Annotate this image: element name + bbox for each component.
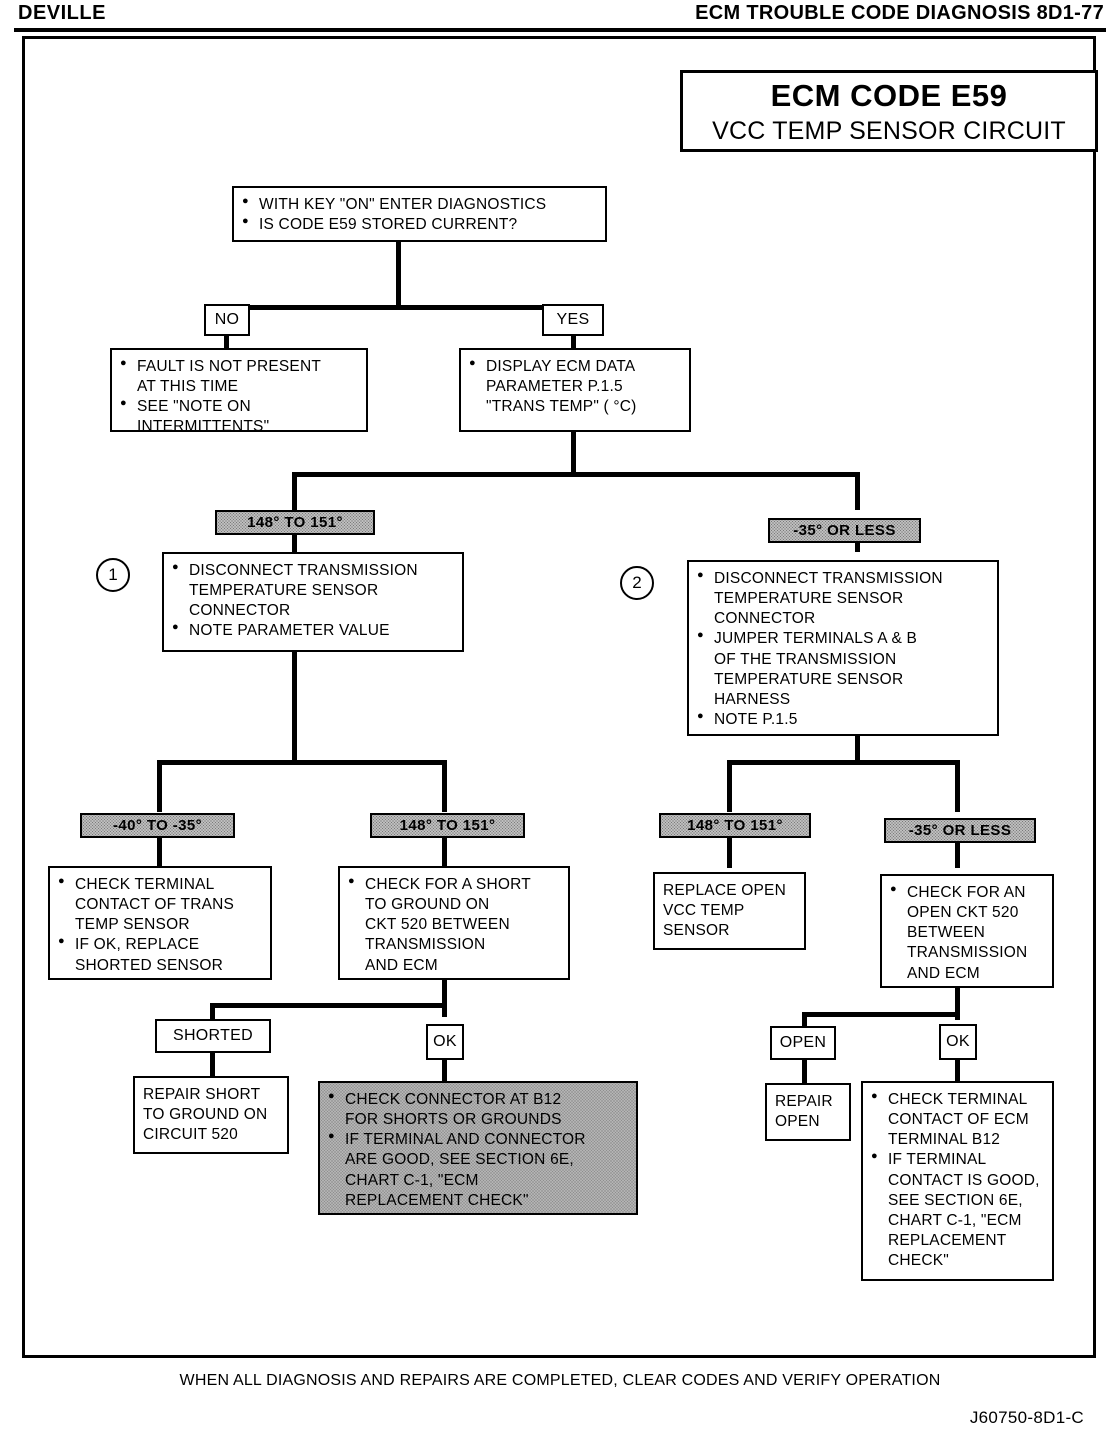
node-connector-b12-line-1: CHECK CONNECTOR AT B12 FOR SHORTS OR GRO…	[328, 1089, 628, 1130]
connector-level2-left-drop	[292, 472, 297, 510]
title-block: ECM CODE E59 VCC TEMP SENSOR CIRCUIT	[680, 70, 1098, 152]
connector-shorted-to-box	[210, 1053, 215, 1076]
node-display-ecm-data: DISPLAY ECM DATA PARAMETER P.1.5 "TRANS …	[459, 348, 691, 432]
node-fault-not-present: FAULT IS NOT PRESENT AT THIS TIME SEE "N…	[110, 348, 368, 435]
connector-shortcheck-bus	[210, 1003, 447, 1008]
node-display-line-1: DISPLAY ECM DATA PARAMETER P.1.5 "TRANS …	[469, 356, 681, 417]
connector-open-to-box	[802, 1060, 807, 1083]
connector-yes-to-box	[571, 334, 576, 350]
tag-no: NO	[204, 304, 250, 336]
step-circle-1: 1	[96, 558, 130, 592]
node-step2-line-3: NOTE P.1.5	[697, 709, 989, 730]
node-replace-vcc-sensor: REPLACE OPEN VCC TEMP SENSOR	[653, 872, 806, 950]
connector-step1-bus	[157, 760, 447, 765]
connector-step1-down	[292, 652, 297, 764]
node-check-trans-temp-sensor: CHECK TERMINAL CONTACT OF TRANS TEMP SEN…	[48, 866, 272, 980]
node-check-short-to-ground: CHECK FOR A SHORT TO GROUND ON CKT 520 B…	[338, 866, 570, 980]
node-repair-open-text: REPAIR OPEN	[775, 1093, 833, 1131]
tag-shorted: SHORTED	[155, 1019, 271, 1053]
connector-opencheck-down	[955, 988, 960, 1020]
node-check-open-line-1: CHECK FOR AN OPEN CKT 520 BETWEEN TRANSM…	[890, 882, 1044, 984]
connector-start-down	[396, 241, 401, 309]
node-check-ecm-terminal-b12: CHECK TERMINAL CONTACT OF ECM TERMINAL B…	[861, 1081, 1054, 1281]
range-label-1: 148° TO 151°	[215, 510, 375, 535]
node-repair-short: REPAIR SHORT TO GROUND ON CIRCUIT 520	[133, 1076, 289, 1154]
node-fault-line-1: FAULT IS NOT PRESENT AT THIS TIME	[120, 356, 358, 397]
connector-step2-bus	[727, 760, 860, 765]
node-step1-line-1: DISCONNECT TRANSMISSION TEMPERATURE SENS…	[172, 560, 454, 621]
connector-ok-right-to-box	[955, 1060, 960, 1081]
node-check-short-line-1: CHECK FOR A SHORT TO GROUND ON CKT 520 B…	[348, 874, 560, 976]
node-step2-line-2: JUMPER TERMINALS A & B OF THE TRANSMISSI…	[697, 628, 989, 710]
node-repair-open: REPAIR OPEN	[765, 1083, 851, 1141]
node-check-trans-line-1: CHECK TERMINAL CONTACT OF TRANS TEMP SEN…	[58, 874, 262, 935]
connector-level2-right-drop	[855, 472, 860, 510]
chart-subtitle: VCC TEMP SENSOR CIRCUIT	[712, 117, 1066, 145]
connector-open-drop	[802, 1012, 807, 1026]
range-label-3: -40° TO -35°	[80, 813, 235, 838]
connector-r5-down	[727, 838, 732, 868]
connector-r6-down	[955, 838, 960, 868]
node-start: WITH KEY "ON" ENTER DIAGNOSTICS IS CODE …	[232, 186, 607, 242]
connector-step2-left-drop	[727, 760, 732, 812]
tag-ok-right: OK	[939, 1024, 977, 1060]
tag-yes: YES	[542, 304, 604, 336]
chart-code-title: ECM CODE E59	[770, 78, 1008, 113]
connector-yesno-bus	[224, 305, 576, 310]
tag-open: OPEN	[770, 1026, 836, 1060]
connector-opencheck-bus	[802, 1012, 960, 1017]
connector-step1-right-drop	[442, 760, 447, 812]
node-ecm-terminal-line-2: IF TERMINAL CONTACT IS GOOD, SEE SECTION…	[871, 1149, 1044, 1271]
connector-r2-down	[855, 534, 860, 552]
node-step2: DISCONNECT TRANSMISSION TEMPERATURE SENS…	[687, 560, 999, 736]
connector-step2-bus-right	[855, 760, 960, 765]
connector-r3-down	[157, 838, 162, 868]
tag-ok-left: OK	[426, 1024, 464, 1060]
node-replace-vcc-text: REPLACE OPEN VCC TEMP SENSOR	[663, 882, 786, 940]
page-header-right: ECM TROUBLE CODE DIAGNOSIS 8D1-77	[695, 2, 1104, 24]
page-header-left: DEVILLE	[18, 2, 106, 24]
connector-r1-down	[292, 534, 297, 552]
node-step1: DISCONNECT TRANSMISSION TEMPERATURE SENS…	[162, 552, 464, 652]
range-label-5: 148° TO 151°	[659, 813, 811, 838]
range-label-2: -35° OR LESS	[768, 518, 921, 543]
connector-no-to-box	[224, 334, 229, 350]
node-start-line-2: IS CODE E59 STORED CURRENT?	[242, 214, 597, 235]
node-ecm-terminal-line-1: CHECK TERMINAL CONTACT OF ECM TERMINAL B…	[871, 1089, 1044, 1150]
node-check-trans-line-2: IF OK, REPLACE SHORTED SENSOR	[58, 934, 262, 975]
connector-ok-left-to-box	[442, 1060, 447, 1081]
node-start-line-1: WITH KEY "ON" ENTER DIAGNOSTICS	[242, 194, 597, 215]
node-check-open-ckt: CHECK FOR AN OPEN CKT 520 BETWEEN TRANSM…	[880, 874, 1054, 988]
connector-shortcheck-down	[442, 980, 447, 1017]
node-repair-short-text: REPAIR SHORT TO GROUND ON CIRCUIT 520	[143, 1086, 268, 1144]
step-circle-2: 2	[620, 566, 654, 600]
node-check-connector-b12: CHECK CONNECTOR AT B12 FOR SHORTS OR GRO…	[318, 1081, 638, 1215]
chart-frame	[22, 36, 1096, 1358]
node-fault-line-2: SEE "NOTE ON INTERMITTENTS"	[120, 396, 358, 437]
connector-display-down	[571, 431, 576, 476]
footer-drawing-code: J60750-8D1-C	[969, 1408, 1084, 1427]
connector-r4-down	[442, 838, 447, 868]
connector-step1-left-drop	[157, 760, 162, 812]
connector-shorted-drop	[210, 1003, 215, 1019]
range-label-6: -35° OR LESS	[884, 818, 1036, 843]
node-step1-line-2: NOTE PARAMETER VALUE	[172, 620, 454, 641]
node-connector-b12-line-2: IF TERMINAL AND CONNECTOR ARE GOOD, SEE …	[328, 1129, 628, 1211]
footer-note: WHEN ALL DIAGNOSIS AND REPAIRS ARE COMPL…	[179, 1372, 941, 1389]
connector-step2-right-drop	[955, 760, 960, 812]
connector-level2-bus	[292, 472, 860, 477]
connector-step2-down	[855, 736, 860, 764]
node-step2-line-1: DISCONNECT TRANSMISSION TEMPERATURE SENS…	[697, 568, 989, 629]
range-label-4: 148° TO 151°	[370, 813, 525, 838]
header-rule	[14, 28, 1106, 32]
